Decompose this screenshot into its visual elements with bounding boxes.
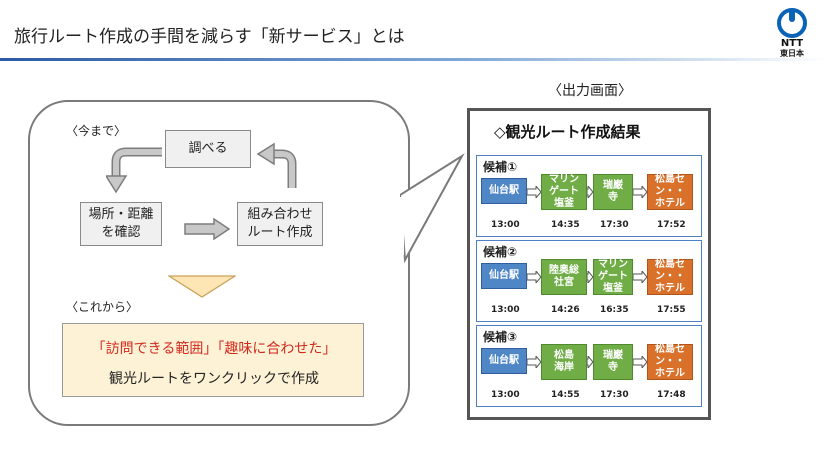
route-stop-goal: 松島セン・・ホテル bbox=[647, 174, 693, 210]
step-check-line1: 場所・距離 bbox=[88, 207, 154, 222]
logo-main-text: NTT bbox=[780, 38, 804, 49]
route-stop-spot: マリンゲート塩釜 bbox=[541, 174, 587, 210]
route-stop-spot: マリンゲート塩釜 bbox=[593, 259, 633, 295]
route-connector-arrow-icon bbox=[633, 356, 647, 368]
route-stop-time: 16:35 bbox=[600, 305, 629, 315]
route-stop-goal: 松島セン・・ホテル bbox=[647, 259, 693, 295]
route-connector-arrow-icon bbox=[587, 271, 593, 283]
route-candidate[interactable]: 候補③ 仙台駅 13:00 松島海岸 14:55 瑞巌寺 17:30 松島セン・・ホテル 17… bbox=[476, 325, 702, 407]
route-stop-spot: 陸奥総社宮 bbox=[541, 259, 587, 295]
route-stop-start: 仙台駅 bbox=[481, 348, 527, 374]
route-connector-arrow-icon bbox=[527, 356, 541, 368]
route-stop-goal: 松島セン・・ホテル bbox=[647, 344, 693, 380]
route-connector-arrow-icon bbox=[527, 186, 541, 198]
step-check-places: 場所・距離 を確認 bbox=[80, 202, 162, 246]
route-stop-time: 14:35 bbox=[551, 220, 580, 230]
route-stop-time: 17:52 bbox=[657, 220, 686, 230]
route-candidate[interactable]: 候補① 仙台駅 13:00 マリンゲート塩釜 14:35 瑞巌寺 17:30 松島セン・・ホ… bbox=[476, 155, 702, 237]
step-research-label: 調べる bbox=[188, 141, 228, 156]
route-stop-spot: 瑞巌寺 bbox=[593, 344, 633, 380]
new-service-box: 「訪問できる範囲」「趣味に合わせた」 観光ルートをワンクリックで作成 bbox=[62, 323, 364, 397]
step-combine-line1: 組み合わせ bbox=[247, 207, 313, 222]
ntt-logo-icon bbox=[777, 8, 807, 38]
bubble-tail bbox=[400, 153, 465, 264]
route-stop-time: 13:00 bbox=[491, 390, 520, 400]
candidate-label: 候補② bbox=[483, 245, 518, 259]
route-connector-arrow-icon bbox=[587, 356, 593, 368]
route-stop-time: 13:00 bbox=[491, 305, 520, 315]
output-screen: ◇観光ルート作成結果 候補① 仙台駅 13:00 マリンゲート塩釜 14:35 瑞巌寺 1… bbox=[467, 108, 711, 420]
route-stop-time: 14:55 bbox=[551, 390, 580, 400]
logo-sub-text: 東日本 bbox=[780, 49, 804, 58]
route-stop-time: 14:26 bbox=[551, 305, 580, 315]
route-candidate[interactable]: 候補② 仙台駅 13:00 陸奥総社宮 14:26 マリンゲート塩釜 16:35 松島セン・… bbox=[476, 240, 702, 322]
title-divider bbox=[0, 58, 830, 61]
after-label: 〈これから〉 bbox=[66, 300, 139, 314]
step-check-line2: を確認 bbox=[101, 225, 141, 240]
down-triangle-icon bbox=[168, 275, 236, 298]
route-stop-start: 仙台駅 bbox=[481, 263, 527, 289]
new-service-description: 観光ルートをワンクリックで作成 bbox=[109, 371, 319, 387]
route-stop-spot: 松島海岸 bbox=[541, 344, 587, 380]
step-research: 調べる bbox=[165, 130, 251, 168]
route-stop-spot: 瑞巌寺 bbox=[593, 174, 633, 210]
output-title: ◇観光ルート作成結果 bbox=[494, 123, 641, 141]
step-combine-line2: ルート作成 bbox=[247, 225, 313, 240]
ntt-logo: NTT 東日本 bbox=[770, 8, 814, 60]
route-stop-time: 17:48 bbox=[657, 390, 686, 400]
candidate-label: 候補① bbox=[483, 160, 518, 174]
curved-arrow-down-icon bbox=[106, 147, 162, 194]
output-caption: 〈出力画面〉 bbox=[548, 83, 632, 99]
new-service-highlight: 「訪問できる範囲」「趣味に合わせた」 bbox=[91, 341, 337, 357]
before-label: 〈今まで〉 bbox=[66, 124, 127, 138]
arrow-right-icon bbox=[184, 218, 230, 240]
route-connector-arrow-icon bbox=[587, 186, 593, 198]
step-combine-route: 組み合わせ ルート作成 bbox=[237, 202, 323, 246]
candidate-label: 候補③ bbox=[483, 330, 518, 344]
route-connector-arrow-icon bbox=[633, 186, 647, 198]
route-stop-start: 仙台駅 bbox=[481, 178, 527, 204]
route-stop-time: 17:55 bbox=[657, 305, 686, 315]
slide-title: 旅行ルート作成の手間を減らす「新サービス」とは bbox=[14, 27, 405, 47]
route-stop-time: 17:30 bbox=[600, 390, 629, 400]
curved-arrow-up-icon bbox=[256, 142, 297, 188]
route-stop-time: 13:00 bbox=[491, 220, 520, 230]
route-connector-arrow-icon bbox=[527, 271, 541, 283]
route-stop-time: 17:30 bbox=[600, 220, 629, 230]
route-connector-arrow-icon bbox=[633, 271, 647, 283]
